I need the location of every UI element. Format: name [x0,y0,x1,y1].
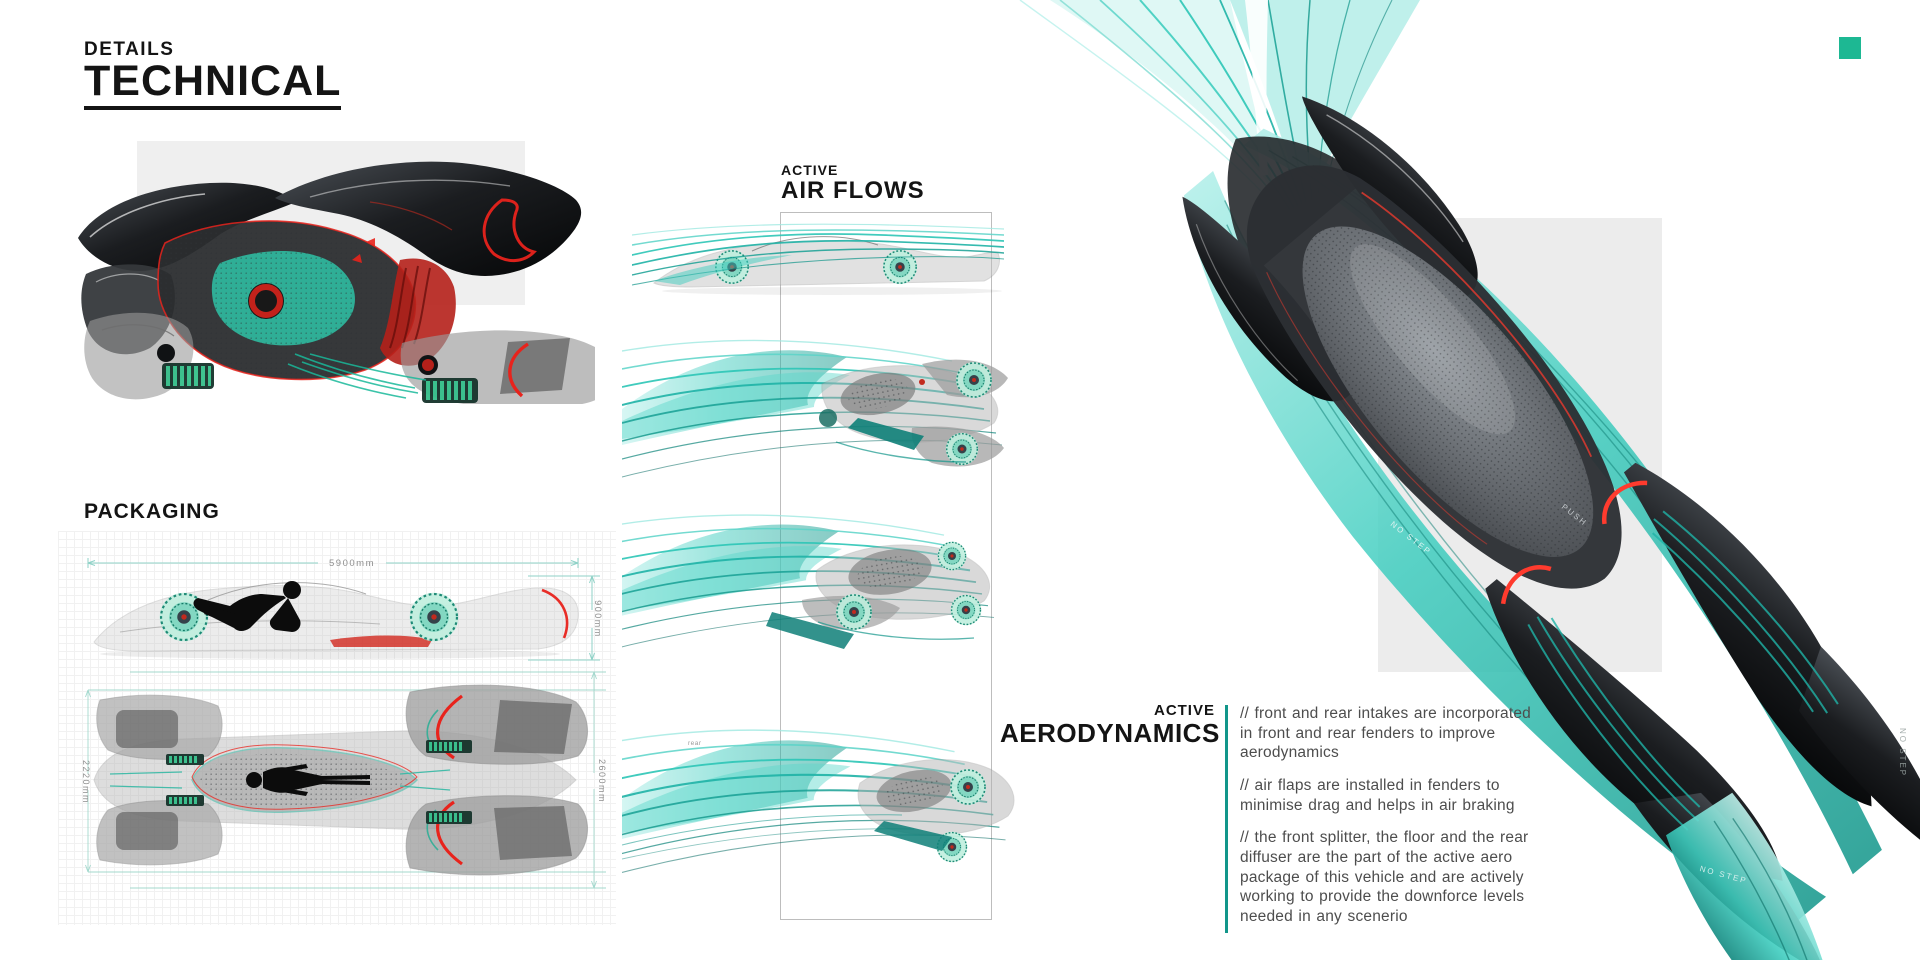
airflows-header: ACTIVE AIR FLOWS [781,162,925,205]
packaging-heading: PACKAGING [84,500,220,523]
airflows-kicker: ACTIVE [781,162,839,178]
decal-no-step-blade: NO STEP [1699,864,1749,885]
aero-kicker: ACTIVE [1153,702,1215,719]
panel-hero [1378,218,1662,672]
aero-divider [1225,705,1228,933]
aero-header: ACTIVE AERODYNAMICS [1000,702,1220,748]
packaging-grid [58,531,616,925]
accent-square [1839,37,1861,59]
aero-bullet-2: // air flaps are installed in fenders to… [1240,777,1515,814]
aero-bullets: // front and rear intakes are incorporat… [1240,704,1532,940]
header-kicker: DETAILS [84,39,175,60]
airflows-heading: AIR FLOWS [781,177,925,205]
decal-no-step-side: NO STEP [1898,728,1907,777]
page-title: TECHNICAL [84,59,342,110]
airflows-frame [780,212,992,920]
panel-top-left [137,141,525,305]
aero-bullet-3: // the front splitter, the floor and the… [1240,829,1529,926]
aero-bullet-1: // front and rear intakes are incorporat… [1240,705,1531,762]
page-header: DETAILS TECHNICAL [84,39,342,110]
airflow-annotation: rear [688,740,702,747]
aero-heading: AERODYNAMICS [1000,717,1220,748]
